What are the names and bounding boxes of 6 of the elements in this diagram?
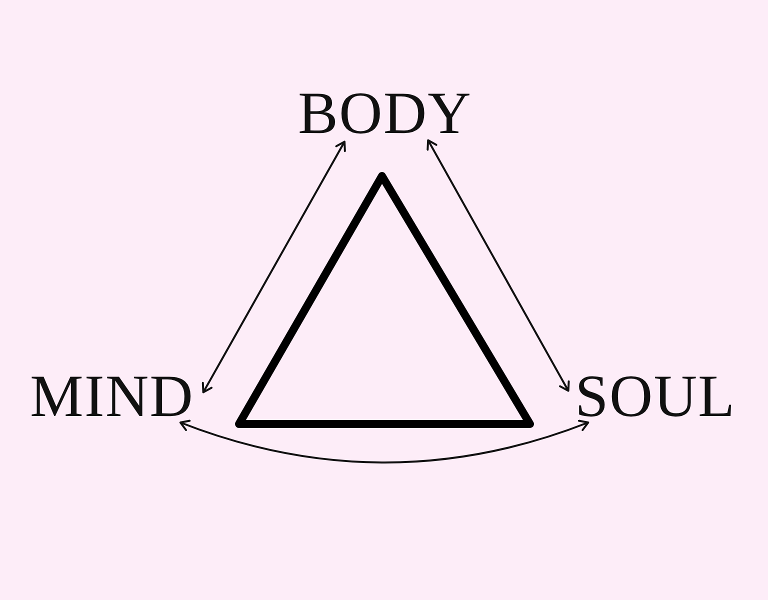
double-arrow — [179, 420, 590, 464]
double-arrow — [202, 140, 346, 394]
node-label: MIND — [22, 368, 202, 424]
double-arrow — [426, 139, 570, 392]
node-label: SOUL — [567, 368, 744, 424]
node-label: BODY — [290, 85, 480, 141]
